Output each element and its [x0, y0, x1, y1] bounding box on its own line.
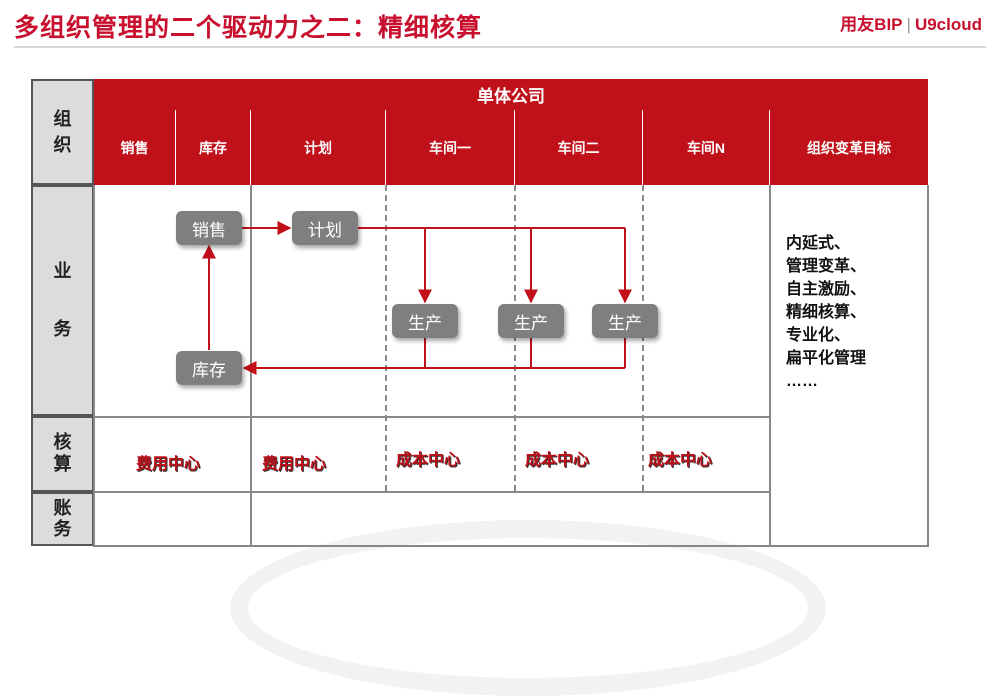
accounting-center-workshop-1: 成本中心: [396, 452, 461, 469]
row-header-org: 组 织: [31, 79, 94, 185]
goal-item: 自主激励、: [786, 281, 867, 298]
accounting-center-plan: 费用中心: [262, 456, 327, 473]
goal-item: 扁平化管理: [786, 350, 867, 367]
node-production-3: 生产: [592, 304, 658, 338]
body-left-border: [93, 185, 95, 546]
row-header-ledger-char2: 务: [53, 519, 72, 539]
body-right-border: [927, 185, 929, 546]
yonyou-bip-logo-text: 用友BIP: [840, 15, 903, 34]
column-header-plan: 计划: [251, 110, 386, 185]
row-header-ledger: 账 务: [31, 492, 94, 546]
column-header-inventory: 库存: [176, 110, 251, 185]
dash-separator-plan: [385, 185, 387, 491]
node-production-1: 生产: [392, 304, 458, 338]
goals-column-left-line: [769, 185, 771, 546]
node-plan: 计划: [292, 211, 358, 245]
column-header-org-goals: 组织变革目标: [770, 110, 928, 185]
accounting-center-sales: 费用中心: [136, 456, 201, 473]
row-header-business-char2: 务: [53, 318, 72, 339]
goal-item: ……: [786, 373, 818, 390]
org-goals-list: 内延式、 管理变革、 自主激励、 精细核算、 专业化、 扁平化管理 ……: [786, 232, 866, 393]
node-production-2: 生产: [498, 304, 564, 338]
goal-item: 精细核算、: [786, 304, 867, 321]
node-sales: 销售: [176, 211, 242, 245]
body-bottom-border: [93, 545, 929, 547]
goal-item: 管理变革、: [786, 258, 867, 275]
page-title: 多组织管理的二个驱动力之二：精细核算: [14, 14, 483, 42]
flow-arrows: [202, 221, 632, 375]
goal-item: 内延式、: [786, 235, 851, 252]
goal-item: 专业化、: [786, 327, 851, 344]
dash-separator-workshop-1: [514, 185, 516, 491]
column-header-sales: 销售: [94, 110, 176, 185]
column-header-workshop-2: 车间二: [515, 110, 643, 185]
dash-separator-workshop-2: [642, 185, 644, 491]
accounting-center-workshop-n: 成本中心: [648, 452, 713, 469]
title-divider: [14, 46, 986, 48]
accounting-center-workshop-2: 成本中心: [525, 452, 590, 469]
business-row-bottom-line: [93, 416, 771, 418]
row-header-org-char2: 织: [53, 135, 72, 155]
row-header-org-char1: 组: [53, 108, 72, 129]
row-header-business-char1: 业: [53, 260, 72, 281]
column-header-workshop-1: 车间一: [386, 110, 515, 185]
brand-logo: 用友BIP|U9cloud: [840, 15, 982, 34]
accounting-row-bottom-line: [93, 491, 771, 493]
column-header-workshop-n: 车间N: [643, 110, 770, 185]
single-company-header: 单体公司: [94, 79, 928, 110]
node-inventory: 库存: [176, 351, 242, 385]
row-header-accounting-char2: 算: [53, 454, 72, 474]
row-header-ledger-char1: 账: [53, 498, 72, 519]
u9cloud-logo-text: U9cloud: [914, 15, 982, 34]
row-header-accounting-char1: 核: [53, 432, 72, 453]
